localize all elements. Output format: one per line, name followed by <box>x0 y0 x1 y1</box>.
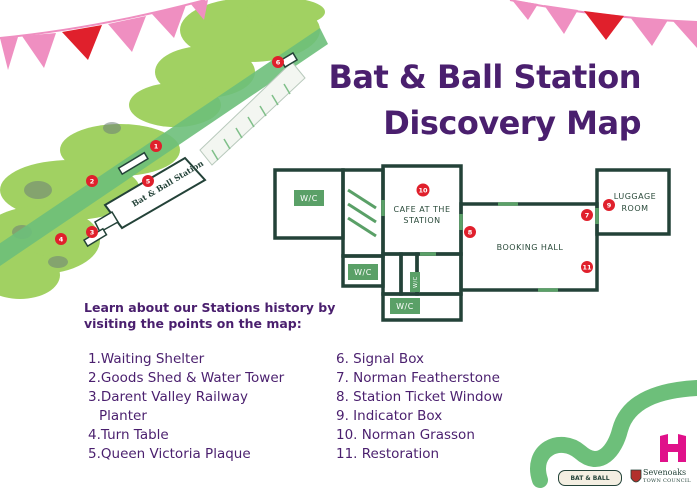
svg-text:5: 5 <box>146 178 151 186</box>
room-label-booking: BOOKING HALL <box>497 243 564 252</box>
list-item: 2.Goods Shed & Water Tower <box>88 370 285 386</box>
room-label-cafe-line2: STATION <box>403 216 440 225</box>
svg-text:6: 6 <box>276 59 281 67</box>
list-item: 5.Queen Victoria Plaque <box>88 446 251 462</box>
svg-text:10: 10 <box>418 187 428 195</box>
room-label-luggage-line2: ROOM <box>621 204 648 213</box>
room-label-wc4: W/C <box>413 276 419 288</box>
tree-canopy <box>0 0 325 299</box>
svg-text:8: 8 <box>468 229 473 237</box>
council-name: Sevenoaks TOWN COUNCIL <box>643 468 691 485</box>
map-marker-2[interactable]: 2 <box>86 175 98 187</box>
station-map-illustration: Bat & Ball Station 1 2 3 4 5 6 <box>0 0 328 299</box>
list-item: 8. Station Ticket Window <box>336 389 503 405</box>
map-marker-4[interactable]: 4 <box>55 233 67 245</box>
floor-plan: W/C W/C W/C W/C CAFE AT THE STATION BOOK… <box>273 164 671 322</box>
svg-text:4: 4 <box>59 236 64 244</box>
svg-text:11: 11 <box>582 264 592 272</box>
map-marker-3[interactable]: 3 <box>86 226 98 238</box>
page-title-line1: Bat & Ball Station <box>328 58 642 96</box>
list-item: 3.Darent Valley Railway <box>88 389 248 405</box>
room-label-cafe-line1: CAFE AT THE <box>394 205 451 214</box>
platform <box>199 61 306 166</box>
map-marker-5[interactable]: 5 <box>142 175 154 187</box>
room-label-wc1: W/C <box>300 194 318 203</box>
council-crest-icon <box>630 469 642 483</box>
svg-text:3: 3 <box>90 229 95 237</box>
bunting-decoration <box>0 0 208 70</box>
map-marker-6[interactable]: 6 <box>272 56 284 68</box>
room-label-luggage-line1: LUGGAGE <box>614 192 656 201</box>
map-marker-10[interactable]: 10 <box>416 183 430 197</box>
hub-logo-icon <box>660 434 686 462</box>
svg-text:7: 7 <box>585 212 590 220</box>
intro-text: Learn about our Stations history by visi… <box>84 300 336 331</box>
room-label-wc2: W/C <box>354 268 372 277</box>
map-marker-1[interactable]: 1 <box>150 140 162 152</box>
railway-track <box>0 28 328 266</box>
map-marker-11[interactable]: 11 <box>581 261 593 273</box>
svg-text:2: 2 <box>90 178 95 186</box>
page-title-line2: Discovery Map <box>383 104 641 142</box>
points-list-right: 6. Signal Box 7. Norman Featherstone 8. … <box>336 350 503 464</box>
list-item: 9. Indicator Box <box>336 408 443 424</box>
list-item: 6. Signal Box <box>336 351 425 367</box>
points-list-left: 1.Waiting Shelter 2.Goods Shed & Water T… <box>88 350 284 464</box>
list-item: 11. Restoration <box>336 446 440 462</box>
map-marker-9[interactable]: 9 <box>603 199 615 211</box>
list-item: 1.Waiting Shelter <box>88 351 205 367</box>
map-marker-8[interactable]: 8 <box>464 226 476 238</box>
svg-text:1: 1 <box>154 143 159 151</box>
svg-text:9: 9 <box>607 202 612 210</box>
list-item: 4.Turn Table <box>88 427 169 443</box>
bunting-decoration-right <box>509 0 697 48</box>
decorative-track-curve <box>530 380 697 488</box>
list-item: 7. Norman Featherstone <box>336 370 500 386</box>
bat-ball-logo-text: BAT & BALL <box>570 474 610 482</box>
list-item: Planter <box>99 408 147 424</box>
list-item: 10. Norman Grasson <box>336 427 475 443</box>
room-label-wc3: W/C <box>396 302 414 311</box>
bat-ball-logo: BAT & BALL <box>558 470 622 486</box>
map-marker-7[interactable]: 7 <box>581 209 593 221</box>
